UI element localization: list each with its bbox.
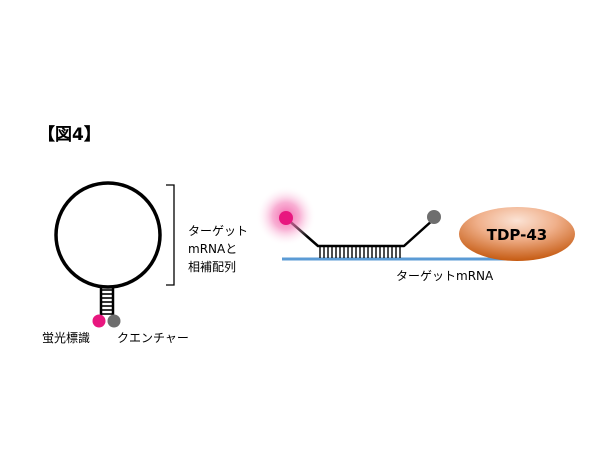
tdp43-label: TDP-43 (487, 226, 548, 244)
fluorophore-dot (92, 314, 106, 328)
bound-probe: ターゲットmRNA TDP-43 (256, 186, 575, 283)
quencher-dot (107, 314, 121, 328)
complementary-bracket (166, 184, 175, 286)
hairpin-loop (54, 181, 162, 289)
duplex-rungs (319, 246, 401, 258)
figure-title: 【図4】 (38, 124, 101, 145)
bracket-label-line-2: mRNAと (188, 242, 237, 256)
bracket-label-line-3: 相補配列 (188, 260, 236, 274)
bracket-label-line-1: ターゲット (188, 224, 248, 238)
fluorophore-dot-bound (279, 211, 293, 225)
quencher-label: クエンチャー (117, 331, 189, 345)
tdp43-protein (459, 207, 575, 261)
stem-rungs (101, 289, 113, 315)
fluorophore-label: 蛍光標識 (42, 331, 90, 345)
quencher-dot-bound (427, 210, 441, 224)
hairpin-probe (54, 181, 162, 328)
target-mrna-label: ターゲットmRNA (396, 269, 494, 283)
